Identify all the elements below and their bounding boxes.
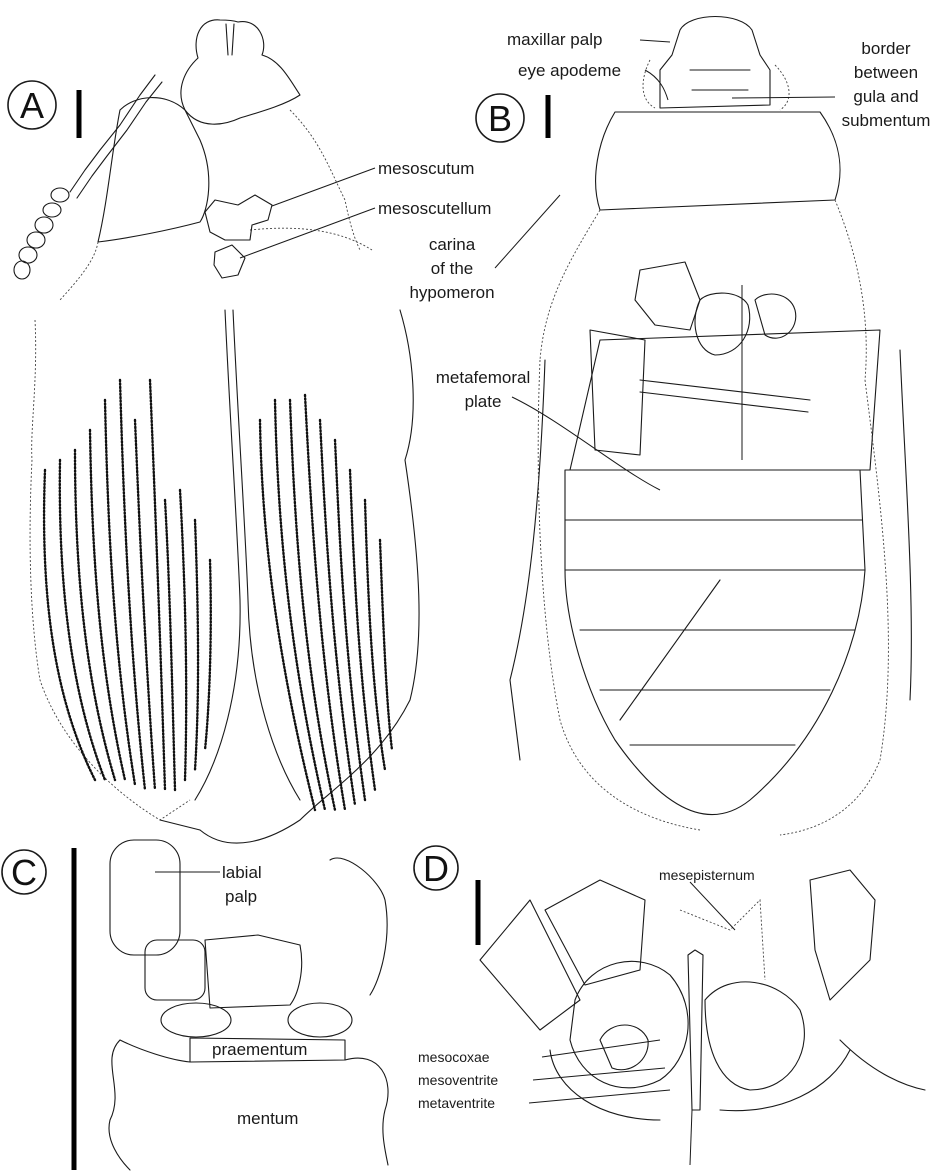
- panel-b-leg-right: [900, 350, 911, 700]
- label-eye-apodeme: eye apodeme: [518, 61, 621, 80]
- panel-b: B maxillar palp eye apodeme: [409, 17, 930, 836]
- panel-b-letter: B: [488, 98, 512, 139]
- leader-eye-apodeme: [645, 70, 668, 100]
- panel-a-elytron-right-suture: [233, 310, 300, 800]
- panel-a-apex: [160, 820, 200, 830]
- panel-d-sclerite-left: [480, 900, 580, 1030]
- label-metafemoral-1: metafemoral: [436, 368, 530, 387]
- panel-c-palp-segment-1: [110, 840, 180, 955]
- label-praementum: praementum: [212, 1040, 307, 1059]
- leader-mesoscutellum: [240, 208, 375, 258]
- panel-a-elytron-left-outline: [30, 320, 190, 820]
- panel-d-metaventrite-outline: [550, 1040, 925, 1120]
- panel-b-head: [660, 17, 770, 109]
- panel-d-tail-line: [690, 1110, 692, 1165]
- leader-mesoventrite: [533, 1068, 665, 1080]
- panel-b-leg-left: [510, 360, 545, 760]
- panel-a-elytra-shoulder-left: [60, 242, 98, 300]
- label-metaventrite: metaventrite: [418, 1095, 495, 1111]
- label-mesoscutellum: mesoscutellum: [378, 199, 491, 218]
- panel-a-letter: A: [20, 85, 44, 126]
- panel-a-head: [181, 20, 300, 124]
- panel-a-elytron-left-suture: [195, 310, 240, 800]
- panel-b-mesocoxa-right2: [755, 294, 796, 338]
- label-border-4: submentum: [842, 111, 931, 130]
- panel-d-sclerite-upper: [545, 880, 645, 985]
- panel-a-mesoscutellum: [214, 245, 245, 278]
- panel-c-ligula: [205, 935, 302, 1008]
- label-labial-1: labial: [222, 863, 262, 882]
- label-mentum: mentum: [237, 1109, 298, 1128]
- panel-d-mesocoxa-right: [705, 982, 804, 1090]
- panel-c-letter: C: [11, 852, 37, 893]
- panel-a-mesoscutum: [205, 195, 272, 240]
- panel-d-letter: D: [423, 848, 449, 889]
- label-mesocoxae: mesocoxae: [418, 1049, 490, 1065]
- panel-b-elytral-margin: [538, 360, 888, 835]
- label-border-3: gula and: [853, 87, 918, 106]
- panel-a: A mesoscutum mesoscutellum: [8, 20, 491, 843]
- leader-border: [732, 97, 835, 98]
- panel-b-hind-tibia: [620, 580, 720, 720]
- label-labial-2: palp: [225, 887, 257, 906]
- panel-d-midline-process: [688, 950, 703, 1110]
- leader-mesepisternum: [690, 882, 735, 930]
- label-maxillar-palp: maxillar palp: [507, 30, 602, 49]
- panel-c-palp-segment-2: [145, 940, 205, 1000]
- panel-b-gula: [690, 70, 750, 90]
- label-mesoscutum: mesoscutum: [378, 159, 474, 178]
- panel-c-mentum: [109, 1040, 388, 1170]
- panel-a-mandibles: [226, 24, 234, 55]
- panel-a-striae-left: [44, 380, 211, 790]
- panel-b-mesocoxa-left: [635, 262, 700, 330]
- label-metafemoral-2: plate: [465, 392, 502, 411]
- panel-d-mesepisternum-shape: [680, 900, 765, 980]
- panel-a-pronotum-right: [290, 110, 360, 250]
- panel-d-sclerite-right: [810, 870, 875, 1000]
- panel-b-abdomen: [565, 470, 865, 815]
- leader-metafemoral: [512, 397, 660, 490]
- leader-carina: [495, 195, 560, 268]
- label-border-2: between: [854, 63, 918, 82]
- label-carina-2: of the: [431, 259, 474, 278]
- panel-a-elytron-right-outline: [200, 310, 419, 843]
- leader-mesoscutum: [272, 168, 375, 206]
- leader-metaventrite: [529, 1090, 670, 1103]
- panel-b-prothorax: [596, 112, 840, 210]
- panel-b-mesotibia: [640, 380, 810, 412]
- label-carina-1: carina: [429, 235, 476, 254]
- panel-c-palp-right: [288, 1003, 352, 1037]
- label-border-1: border: [861, 39, 910, 58]
- panel-b-metaventrite: [570, 330, 880, 470]
- label-carina-3: hypomeron: [409, 283, 494, 302]
- label-mesoventrite: mesoventrite: [418, 1072, 498, 1088]
- panel-b-sides-upper: [540, 200, 866, 380]
- panel-b-eyes: [643, 60, 789, 110]
- leader-maxillar-palp: [640, 40, 670, 42]
- panel-c: C labial palp praementum mentum: [2, 840, 388, 1170]
- panel-a-pronotum: [98, 98, 209, 242]
- panel-a-striae-right: [260, 395, 392, 810]
- panel-d: D mesepisternum mesocoxae mesoventrite m…: [414, 846, 925, 1165]
- label-mesepisternum: mesepisternum: [659, 867, 755, 883]
- panel-c-right-lobe: [330, 858, 387, 995]
